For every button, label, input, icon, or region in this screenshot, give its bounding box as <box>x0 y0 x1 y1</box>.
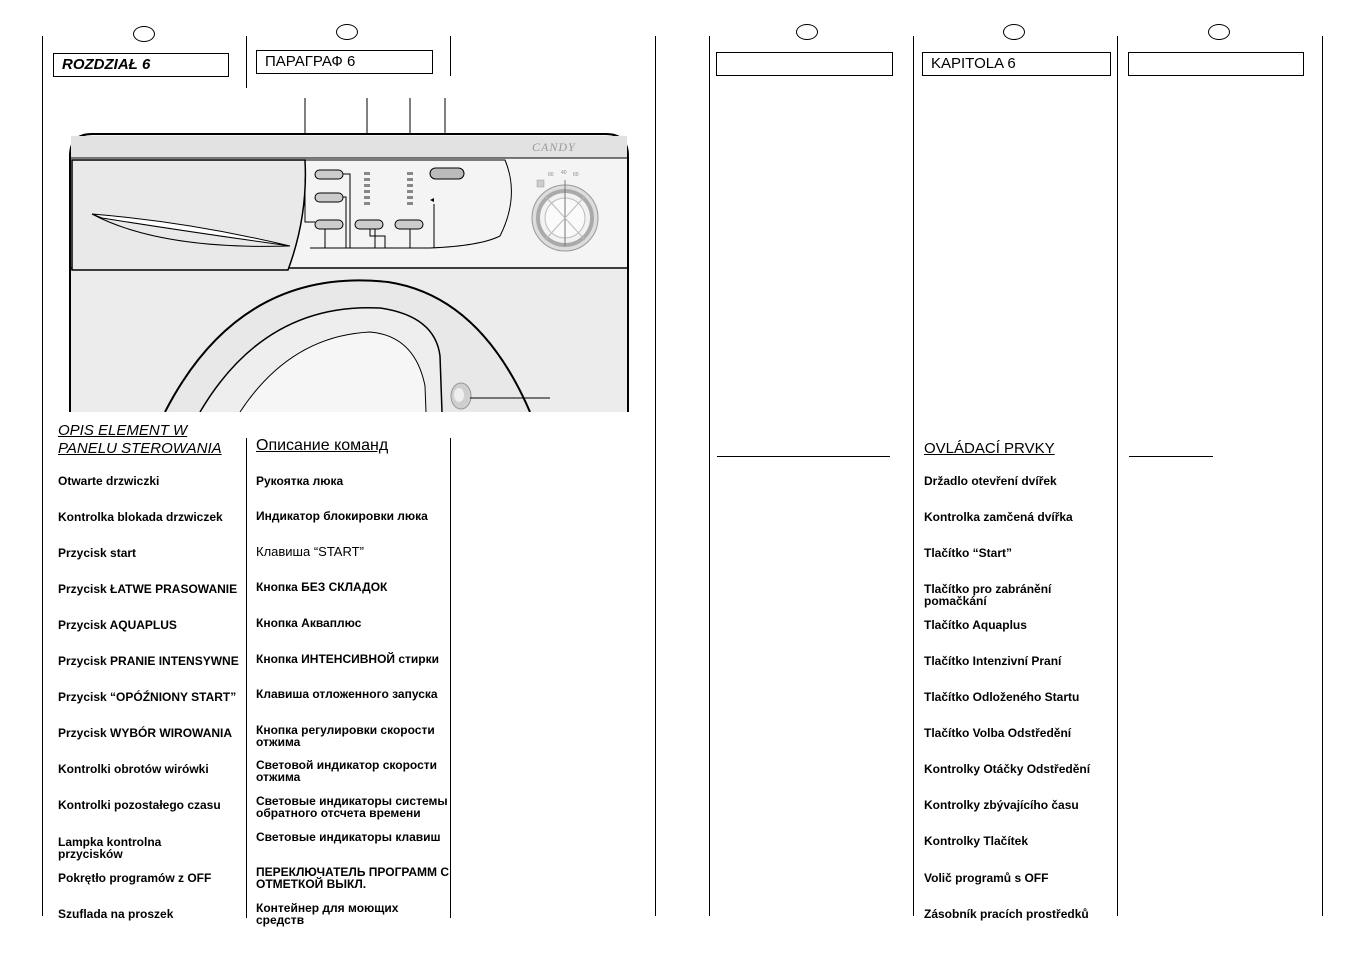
language-marker-3 <box>796 24 818 40</box>
list-item-ru: Клавиша “START” <box>256 544 364 559</box>
list-item-cz: Kontrolky Tlačítek <box>924 834 1029 848</box>
list-item-ru: Кнопка БЕЗ СКЛАДОК <box>256 580 388 594</box>
section-title-cz: OVLÁDACÍ PRVKY <box>924 440 1055 457</box>
column-rule <box>913 36 914 916</box>
button-start[interactable] <box>429 167 465 180</box>
list-item-pl: Przycisk ŁATWE PRASOWANIE <box>58 582 238 596</box>
column-rule <box>655 36 656 916</box>
list-item-pl: Szuflada na proszek <box>58 907 174 921</box>
list-item-cz: Tlačítko Aquaplus <box>924 618 1027 632</box>
list-item-ru: Рукоятка люка <box>256 474 344 488</box>
column-rule <box>1117 36 1118 916</box>
button-easy-iron[interactable] <box>314 169 344 180</box>
list-item-ru: Световые индикаторы системы обратного от… <box>256 794 448 820</box>
list-item-ru: Световой индикатор скорости отжима <box>256 758 438 784</box>
spin-speed-leds <box>364 172 370 205</box>
list-item-ru: Кнопка ИНТЕНСИВНОЙ стирки <box>256 652 440 666</box>
list-item-ru: Клавиша отложенного запуска <box>256 687 438 701</box>
door-handle[interactable] <box>450 382 472 410</box>
dial-label: 60 <box>573 172 579 178</box>
chapter-header-pl: ROZDZIAŁ 6 <box>53 53 229 77</box>
list-item-cz: Tlačítko “Start” <box>924 546 1013 560</box>
language-marker-cz <box>1003 24 1025 40</box>
list-item-pl: Otwarte drzwiczki <box>58 474 160 488</box>
dial-label: 40 <box>561 170 567 176</box>
list-item-ru: Контейнер для моющих средств <box>256 901 399 927</box>
list-item-cz: Držadlo otevření dvířek <box>924 474 1057 488</box>
remaining-time-leds <box>407 172 413 205</box>
language-marker-5 <box>1208 24 1230 40</box>
chapter-header-blank-1 <box>716 52 893 76</box>
column-rule <box>450 438 451 918</box>
section-title-ru: Описание команд <box>256 437 389 454</box>
list-item-pl: Przycisk WYBÓR WIROWANIA <box>58 726 233 740</box>
section-rule-blank-1 <box>717 456 890 457</box>
list-item-ru: Световые индикаторы клавиш <box>256 830 441 844</box>
column-rule <box>1322 36 1323 916</box>
list-item-cz: Tlačítko Volba Odstředění <box>924 726 1072 740</box>
list-item-pl: Przycisk start <box>58 546 137 560</box>
list-item-cz: Kontrolky Otáčky Odstředění <box>924 762 1091 776</box>
chapter-header-blank-2 <box>1128 52 1304 76</box>
list-item-ru: ПЕРЕКЛЮЧАТЕЛЬ ПРОГРАММ С ОТМЕТКОЙ ВЫКЛ. <box>256 865 450 891</box>
button-intensive[interactable] <box>314 219 344 230</box>
section-title-pl-line1: OPIS ELEMENT W <box>58 422 188 439</box>
door-lock-indicator <box>430 198 434 202</box>
brand-logo: CANDY <box>532 140 576 154</box>
column-rule <box>246 36 247 88</box>
list-item-ru: Кнопка Акваплюс <box>256 616 362 630</box>
list-item-pl: Kontrolki obrotów wirówki <box>58 762 209 776</box>
column-rule <box>246 438 247 918</box>
list-item-pl: Lampka kontrolna przycisków <box>58 835 162 861</box>
list-item-pl: Przycisk AQUAPLUS <box>58 618 177 632</box>
list-item-cz: Kontrolka zamčená dvířka <box>924 510 1073 524</box>
list-item-cz: Zásobník pracích prostředků <box>924 907 1089 921</box>
language-marker-ru <box>336 24 358 40</box>
button-delay-start[interactable] <box>354 219 384 230</box>
list-item-cz: Tlačítko Intenzivní Praní <box>924 654 1062 668</box>
dial-label: 60 <box>548 172 554 178</box>
list-item-pl: Przycisk PRANIE INTENSYWNE <box>58 654 239 668</box>
section-title-pl-line2: PANELU STEROWANIA <box>58 440 222 457</box>
section-rule-blank-2 <box>1129 456 1213 457</box>
control-panel-illustration: CANDY <box>40 96 640 413</box>
list-item-cz: Tlačítko pro zabránění pomačkání <box>924 582 1052 608</box>
button-aquaplus[interactable] <box>314 192 344 203</box>
list-item-ru: Кнопка регулировки скорости отжима <box>256 723 435 749</box>
list-item-ru: Индикатор блокировки люка <box>256 509 428 523</box>
column-rule <box>42 36 43 916</box>
program-selector-dial[interactable] <box>531 180 599 252</box>
list-item-cz: Tlačítko Odloženého Startu <box>924 690 1080 704</box>
list-item-cz: Volič programů s OFF <box>924 871 1049 885</box>
column-rule <box>450 36 451 76</box>
column-rule <box>709 36 710 916</box>
list-item-cz: Kontrolky zbývajícího času <box>924 798 1079 812</box>
list-item-pl: Przycisk “OPÓŹNIONY START” <box>58 690 237 704</box>
list-item-pl: Kontrolki pozostałego czasu <box>58 798 221 812</box>
chapter-header-ru: ПАРАГРАФ 6 <box>256 50 433 74</box>
button-spin-select[interactable] <box>394 219 424 230</box>
list-item-pl: Kontrolka blokada drzwiczek <box>58 510 223 524</box>
chapter-header-cz: KAPITOLA 6 <box>922 52 1111 76</box>
list-item-pl: Pokrętło programów z OFF <box>58 871 212 885</box>
language-marker-pl <box>133 26 155 42</box>
